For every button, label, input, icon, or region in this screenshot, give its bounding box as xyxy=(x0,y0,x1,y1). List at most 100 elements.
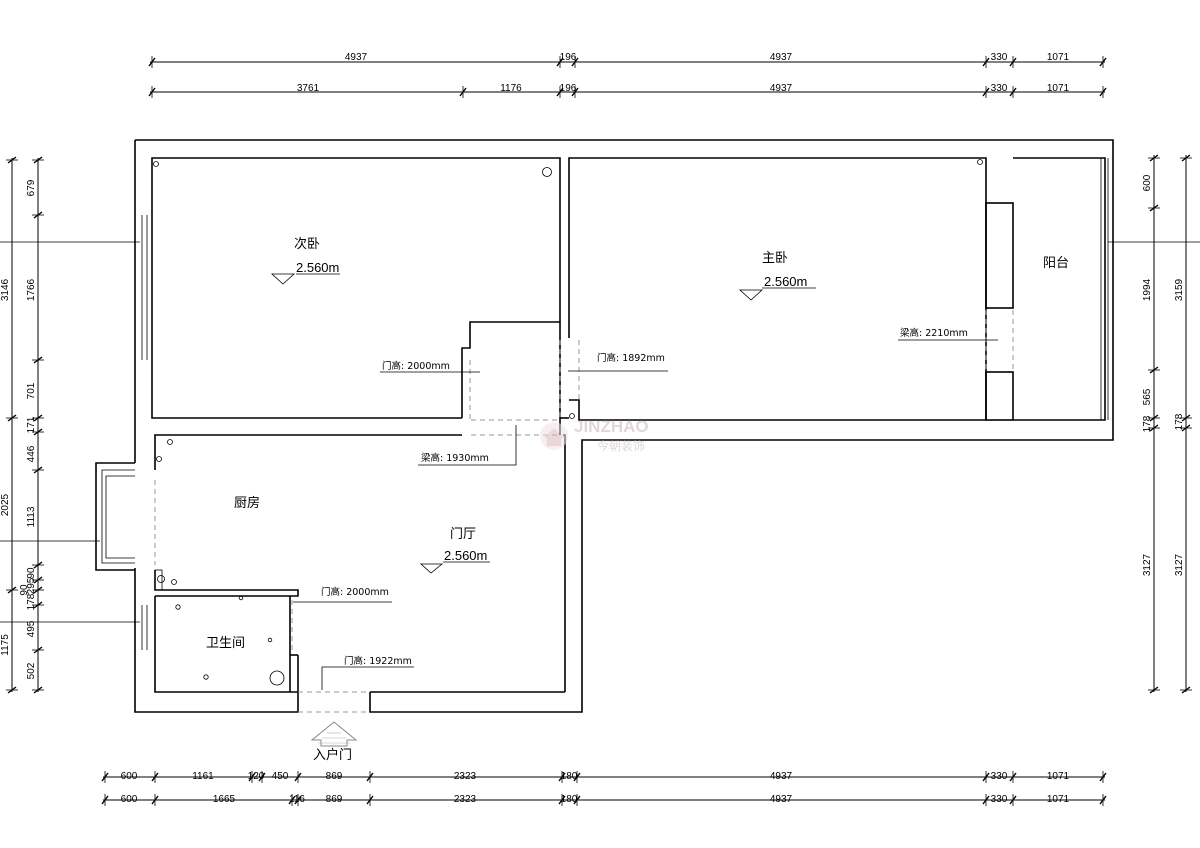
dim-right-outer-c: 3127 xyxy=(1174,553,1185,576)
dim-left-inner-g: 90 xyxy=(26,567,37,579)
walls xyxy=(95,139,1114,713)
elevation-second-bedroom: 2.560m xyxy=(296,260,339,275)
dim-bot-2-g: 4937 xyxy=(770,794,793,805)
dim-left-inner-d: 171 xyxy=(26,416,37,433)
dim-bot-1-j: 1071 xyxy=(1047,771,1070,782)
dim-bot-2-f: 180 xyxy=(561,794,578,805)
dim-bot-1-h: 4937 xyxy=(770,771,793,782)
dim-bot-2-c: 116 xyxy=(289,794,305,805)
fixture-circle xyxy=(542,167,552,177)
dashed-openings xyxy=(154,310,1014,713)
dim-right-outer-a: 3159 xyxy=(1174,278,1185,301)
dim-left-inner-b: 1766 xyxy=(26,278,37,301)
dim-top-2-f: 1071 xyxy=(1047,83,1070,94)
dim-bot-2-b: 1665 xyxy=(213,794,236,805)
dim-bot-1-e: 869 xyxy=(326,771,343,782)
axis-reference-lines xyxy=(0,241,1200,623)
dim-left-inner-k: 495 xyxy=(26,620,37,637)
fixture-dot xyxy=(238,595,244,601)
dim-bot-1-c: 120 xyxy=(248,771,265,782)
fixture-dot xyxy=(977,159,983,165)
kitchen-fixture xyxy=(154,569,163,591)
dim-bot-2-d: 869 xyxy=(326,794,343,805)
room-name-second-bedroom: 次卧 xyxy=(294,236,320,252)
elevation-foyer: 2.560m xyxy=(444,548,487,563)
watermark-brand-cn: 今朝装饰 xyxy=(597,438,645,453)
dim-right-inner-b: 1994 xyxy=(1142,278,1153,301)
elevation-marker-icon xyxy=(419,563,444,574)
dim-right-inner-a: 600 xyxy=(1142,174,1153,191)
elevation-master-bedroom: 2.560m xyxy=(764,274,807,289)
door-height-second-bedroom: 门高: 2000mm xyxy=(382,360,450,372)
fixture-circle xyxy=(157,575,165,583)
dim-top-1-b: 196 xyxy=(560,52,577,63)
door-height-entry: 门高: 1922mm xyxy=(344,655,412,667)
dim-right-outer-b: 178 xyxy=(1174,413,1185,430)
dim-top-2-e: 330 xyxy=(991,83,1008,94)
dim-top-1-c: 4937 xyxy=(770,52,793,63)
dim-right-inner-d: 178 xyxy=(1142,415,1153,432)
elevation-marker-icon xyxy=(270,273,296,285)
dim-top-2-d: 4937 xyxy=(770,83,793,94)
dim-top-2-b: 1176 xyxy=(500,83,522,94)
dim-bot-1-i: 330 xyxy=(991,771,1008,782)
toilet-circle xyxy=(269,670,285,686)
dim-left-outer-c: 1175 xyxy=(0,634,11,656)
dim-left-inner-a: 679 xyxy=(26,179,37,196)
entry-arrow: 入户门 xyxy=(310,721,358,763)
dim-bot-1-b: 1161 xyxy=(192,771,214,782)
dim-right-inner-c: 565 xyxy=(1142,388,1153,405)
dim-left-outer-b: 2025 xyxy=(0,493,11,516)
fixture-dot xyxy=(171,579,177,585)
dim-bot-2-e: 2323 xyxy=(454,794,477,805)
fixtures xyxy=(153,159,983,686)
dim-bot-2-h: 330 xyxy=(991,794,1008,805)
dim-bot-1-a: 600 xyxy=(121,771,138,782)
dim-bot-1-g: 180 xyxy=(561,771,578,782)
fixture-dot xyxy=(203,674,209,680)
fixture-dot xyxy=(175,604,181,610)
entry-arrow-icon xyxy=(310,721,358,747)
room-labels: 次卧 2.560m 主卧 2.560m 阳台 厨房 门厅 2.560m 卫生间 xyxy=(206,236,1069,651)
top-dimensions: 4937 196 4937 330 1071 3761 1176 196 493… xyxy=(148,52,1107,98)
beam-height-hall: 梁高: 1930mm xyxy=(421,452,489,464)
dim-bot-2-i: 1071 xyxy=(1047,794,1070,805)
fixture-dot xyxy=(267,637,273,643)
dim-top-1-a: 4937 xyxy=(345,52,368,63)
door-height-bathroom: 门高: 2000mm xyxy=(321,586,389,598)
dim-top-1-e: 1071 xyxy=(1047,52,1070,63)
door-height-master-bedroom: 门高: 1892mm xyxy=(597,352,665,364)
entry-door-label: 入户门 xyxy=(313,747,352,763)
dim-bot-1-f: 2323 xyxy=(454,771,477,782)
dim-top-2-c: 196 xyxy=(560,83,577,94)
room-name-master-bedroom: 主卧 xyxy=(762,251,788,266)
room-name-kitchen: 厨房 xyxy=(234,495,260,511)
fixture-dot xyxy=(167,439,173,445)
dim-left-inner-c: 701 xyxy=(26,382,37,399)
annotations: 门高: 2000mm 门高: 1892mm 梁高: 2210mm 梁高: 193… xyxy=(293,327,998,690)
dim-left-inner-j: 178 xyxy=(26,593,37,610)
dim-bot-2-a: 600 xyxy=(121,794,138,805)
dim-top-2-a: 3761 xyxy=(297,83,320,94)
room-name-foyer: 门厅 xyxy=(450,527,476,542)
dim-top-1-d: 330 xyxy=(991,52,1008,63)
fixture-dot xyxy=(153,161,159,167)
beam-height-master: 梁高: 2210mm xyxy=(900,327,968,339)
fixture-dot xyxy=(156,456,162,462)
dim-bot-1-d: 450 xyxy=(272,771,289,782)
right-dimensions: 600 1994 565 178 3127 3159 178 3127 xyxy=(1142,154,1192,694)
dim-left-outer-a: 3146 xyxy=(0,278,11,301)
watermark-brand: JINZHAO xyxy=(574,417,649,436)
house-icon xyxy=(544,428,564,446)
left-dimensions: 3146 2025 1175 679 1766 701 171 446 1113… xyxy=(0,156,44,694)
bottom-dimensions: 600 1161 120 450 869 2323 180 4937 330 1… xyxy=(101,771,1107,806)
dim-left-inner-e: 446 xyxy=(26,445,37,462)
elevation-marker-icon xyxy=(738,289,764,301)
dim-left-inner-l: 502 xyxy=(26,662,37,679)
dim-left-inner-i: 90 xyxy=(19,584,30,596)
fixture-dot xyxy=(569,413,575,419)
room-name-balcony: 阳台 xyxy=(1043,256,1069,271)
room-name-bathroom: 卫生间 xyxy=(206,636,245,651)
dim-left-inner-h: 295 xyxy=(26,577,37,594)
